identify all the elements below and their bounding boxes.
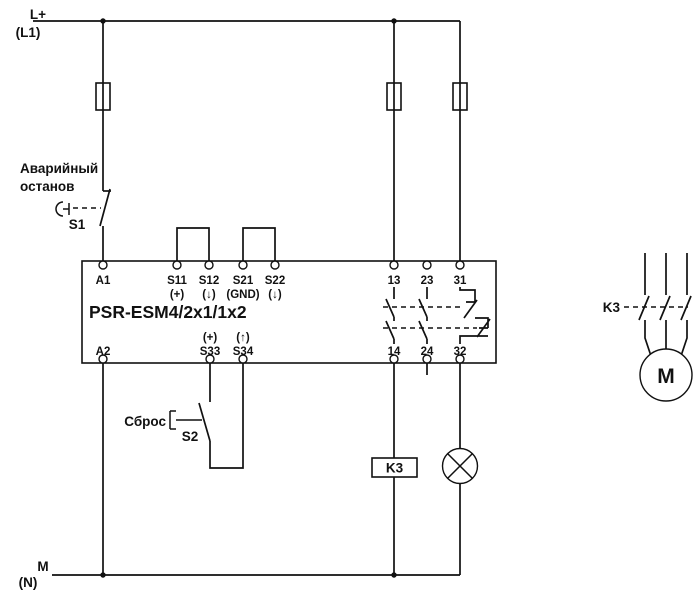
contact-path xyxy=(385,287,395,344)
k3-coil-box xyxy=(371,457,418,478)
indicator-lamp-icon xyxy=(441,447,479,485)
terminal-label: A2 xyxy=(96,346,111,358)
terminal-label: S33 xyxy=(200,346,220,358)
terminal-23 xyxy=(422,260,432,270)
terminal-label: S12 xyxy=(199,275,219,287)
terminal-label: 13 xyxy=(388,275,401,287)
s1-contact-blade xyxy=(99,188,111,227)
motor-symbol: M xyxy=(639,348,693,402)
wire-s2-loop-to-s34 xyxy=(209,363,244,469)
terminal-s21 xyxy=(238,260,248,270)
k3-contact-blades xyxy=(638,295,692,321)
terminal-label: S22 xyxy=(265,275,285,287)
terminal-label: S21 xyxy=(233,275,254,287)
terminal-label: A1 xyxy=(96,275,111,287)
jumper-s21-s22 xyxy=(242,227,276,261)
safety-relay-block: PSR-ESM4/2x1/1x2 A1 S11 S12 S21 S22 13 2… xyxy=(81,227,497,364)
relay-model-label: PSR-ESM4/2x1/1x2 xyxy=(89,302,247,322)
terminal-label: 24 xyxy=(421,346,434,358)
s2-label: S2 xyxy=(182,429,199,444)
top-power-rail: L+ (L1) xyxy=(16,7,460,40)
emergency-stop-s1: Аварийный останов S1 xyxy=(20,161,111,261)
terminal-sublabel: (↓) xyxy=(268,289,282,301)
output-wiring: K3 xyxy=(102,363,479,575)
contact-path xyxy=(459,287,491,344)
terminal-suplabel: (↑) xyxy=(236,332,250,344)
label-m-rail: M xyxy=(37,559,48,574)
terminal-label: S11 xyxy=(167,275,187,287)
terminal-label: S34 xyxy=(233,346,254,358)
estop-mushroom-icon xyxy=(55,201,64,217)
terminal-sublabel: (GND) xyxy=(226,289,259,301)
estop-caption-2: останов xyxy=(20,179,74,194)
terminal-sublabel: (+) xyxy=(170,289,185,301)
k3-coil-label: K3 xyxy=(386,461,404,476)
contact-23-24 xyxy=(418,287,428,344)
terminal-label: 31 xyxy=(454,275,467,287)
estop-caption-1: Аварийный xyxy=(20,161,98,176)
terminal-s11 xyxy=(172,260,182,270)
phase-lines-upper xyxy=(644,253,688,295)
estop-stem-icon xyxy=(63,203,70,215)
reset-button-s2: Сброс S2 xyxy=(124,363,244,469)
lamp-cross xyxy=(447,453,473,479)
contact-path xyxy=(418,287,428,344)
relay-body xyxy=(81,260,497,364)
bottom-power-rail: M (N) xyxy=(19,559,460,590)
terminal-s22 xyxy=(270,260,280,270)
terminal-13 xyxy=(389,260,399,270)
k3-contact-label: K3 xyxy=(603,300,621,315)
label-n: (N) xyxy=(19,575,38,590)
reset-caption: Сброс xyxy=(124,414,166,429)
label-l-plus: L+ xyxy=(30,7,46,22)
terminal-label: 14 xyxy=(388,346,401,358)
fuse-icon xyxy=(452,82,468,111)
reset-actuator-icon xyxy=(169,410,176,430)
fuse-icon xyxy=(386,82,402,111)
terminal-label: 32 xyxy=(454,346,467,358)
terminal-suplabel: (+) xyxy=(203,332,218,344)
s2-contact-blade xyxy=(198,402,211,442)
motor-branch: K3 M xyxy=(603,253,693,402)
terminal-a1 xyxy=(98,260,108,270)
phase-lines-lower xyxy=(644,320,688,357)
fuse-icon xyxy=(95,82,111,111)
contact-31-32 xyxy=(459,287,491,344)
terminal-s12 xyxy=(204,260,214,270)
k3-coil: K3 xyxy=(371,457,418,478)
terminal-sublabel: (↓) xyxy=(202,289,216,301)
terminal-31 xyxy=(455,260,465,270)
jumper-s11-s12 xyxy=(176,227,210,261)
supply-wires xyxy=(95,21,468,261)
motor-circle xyxy=(639,348,693,402)
s1-label: S1 xyxy=(69,217,86,232)
terminal-label: 23 xyxy=(421,275,434,287)
label-l1: (L1) xyxy=(16,25,41,40)
motor-label: M xyxy=(657,365,675,388)
contact-13-14 xyxy=(385,287,395,344)
